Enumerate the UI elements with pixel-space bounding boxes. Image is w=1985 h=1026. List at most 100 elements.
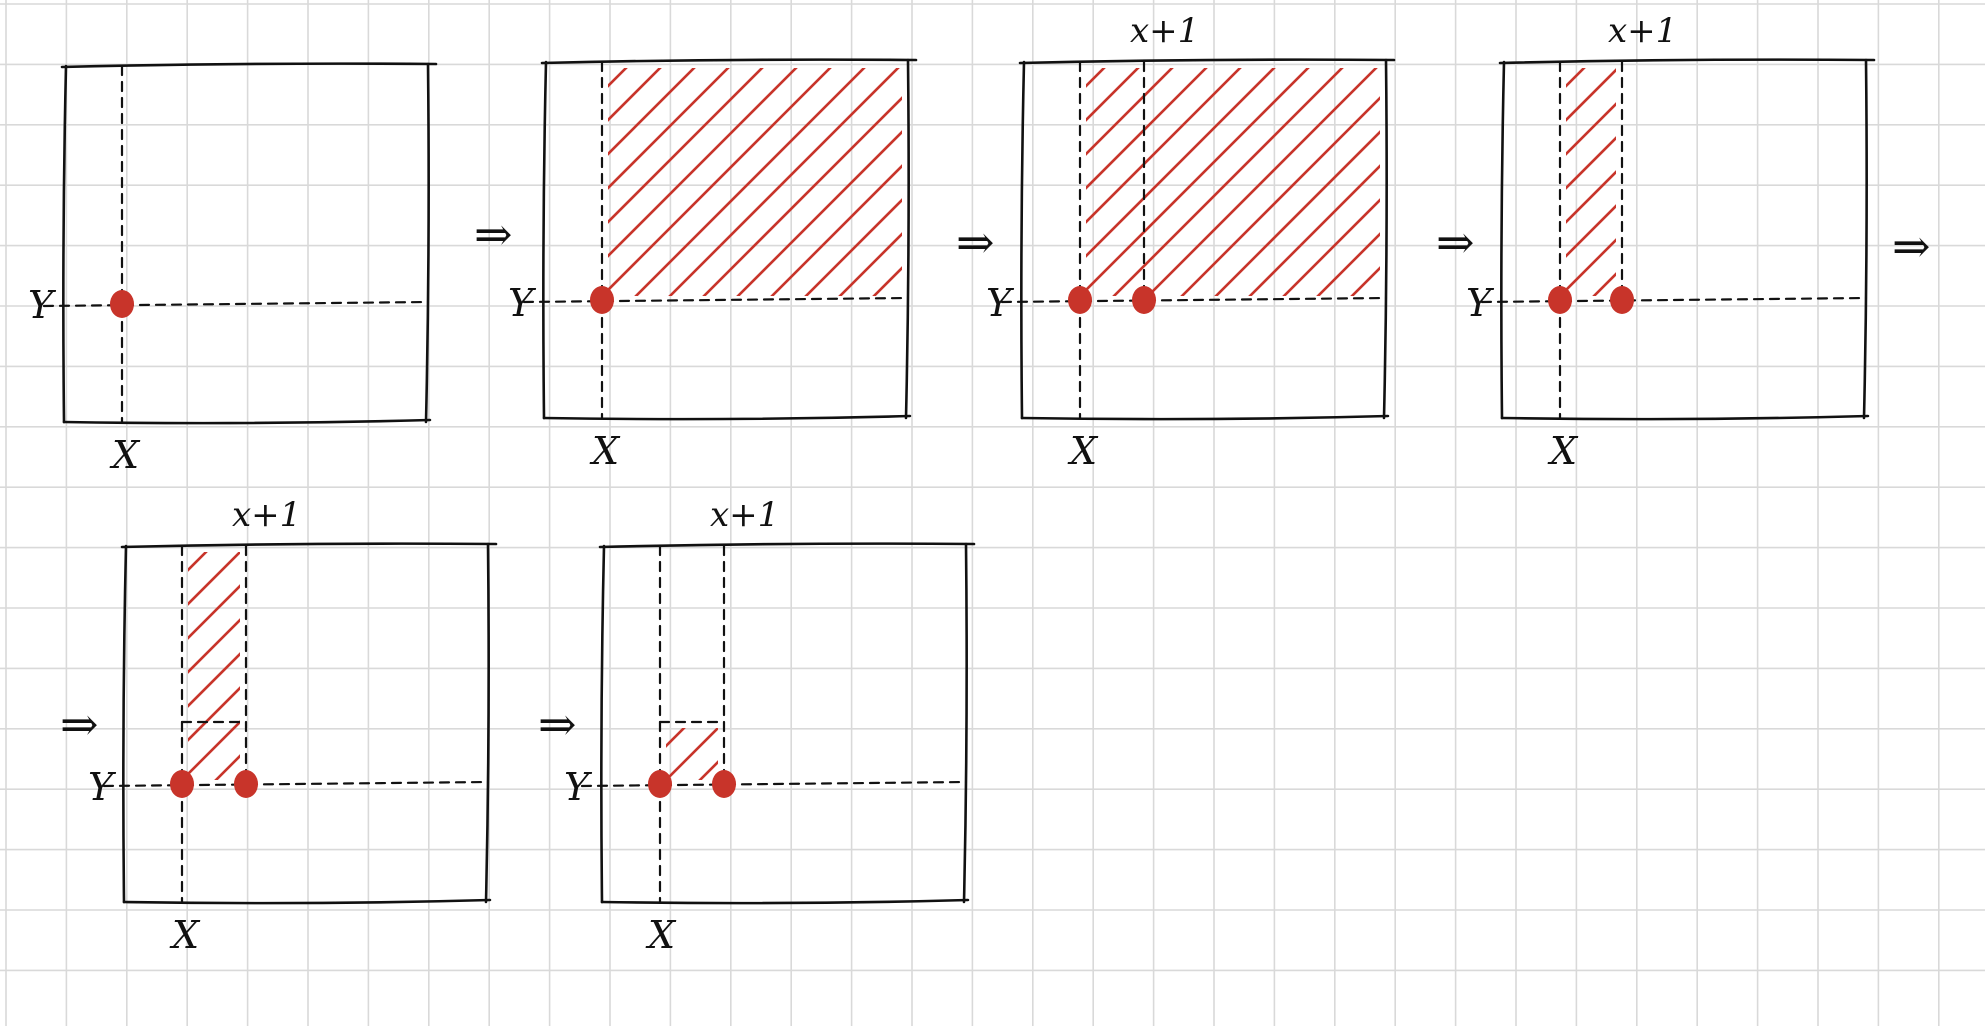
frame-left [542, 60, 548, 420]
hatch-stroke [1566, 170, 1616, 224]
frame-right [962, 542, 968, 904]
hatch-stroke [188, 552, 240, 606]
frame-bottom [62, 418, 432, 425]
panel-4-arrow-left: ⇒ [1436, 215, 1475, 269]
panel-5: ⇒ x+1 Y X [60, 495, 518, 957]
point-x-y [170, 770, 194, 798]
hatch-region [188, 546, 518, 784]
frame-right [1382, 58, 1388, 420]
frame-left [600, 544, 606, 904]
panel-3-arrow-left: ⇒ [956, 215, 995, 269]
frame-bottom [1020, 414, 1390, 421]
point-x-plus-1-y [712, 770, 736, 798]
hatch-stroke [634, 68, 866, 296]
point-x-plus-1-y [1132, 286, 1156, 314]
dashed-line-y [102, 780, 490, 788]
point-x-y [1548, 286, 1572, 314]
panel-5-arrow-left: ⇒ [60, 697, 99, 751]
hatch-stroke [1146, 68, 1378, 296]
hatch-stroke [188, 618, 240, 674]
panel-6-x-label: X [645, 913, 677, 957]
hatch-stroke [1566, 68, 1616, 122]
hatch-stroke [608, 68, 798, 258]
panel-6-arrow-left: ⇒ [538, 697, 577, 751]
hatch-stroke [1248, 164, 1380, 296]
panel-2-y-label: Y [508, 281, 537, 325]
hatch-stroke [1566, 136, 1616, 190]
hatch-stroke [1086, 68, 1174, 156]
hatch-stroke [280, 546, 518, 784]
panel-4-title: x+1 [1608, 11, 1677, 51]
hatch-region [608, 68, 902, 296]
dashed-line-y [1000, 296, 1388, 304]
hatch-stroke [666, 728, 686, 748]
frame-bottom [1500, 414, 1870, 421]
dashed-line-y [1480, 296, 1868, 304]
hatch-stroke [668, 68, 900, 296]
hatch-stroke [838, 232, 902, 296]
frame-top [60, 62, 438, 69]
panel-6-title: x+1 [710, 495, 779, 535]
panel-3: ⇒ x+1 Y X [956, 11, 1396, 473]
hatch-region [1566, 62, 1896, 300]
panel-1-y-label: Y [28, 283, 57, 327]
panel-3-y-label: Y [986, 281, 1015, 325]
hatch-stroke [608, 68, 730, 190]
frame-right [904, 58, 910, 420]
hatch-stroke [188, 552, 208, 572]
hatch-stroke [1566, 204, 1616, 258]
point-x-plus-1-y [234, 770, 258, 798]
frame-bottom [542, 414, 912, 421]
frame-bottom [122, 898, 492, 905]
frame-top [1018, 58, 1396, 65]
panel-5-x-label: X [169, 913, 201, 957]
point-x-y [110, 290, 134, 318]
panel-6-y-label: Y [564, 765, 593, 809]
panel-2: ⇒ Y X [474, 58, 918, 473]
frame-left [1020, 60, 1026, 420]
point-x-plus-1-y [1610, 286, 1634, 314]
hatch-stroke [1658, 62, 1896, 300]
frame-left [62, 64, 68, 424]
panel-2-x-label: X [589, 429, 621, 473]
hatch-stroke [1086, 68, 1310, 292]
hatch-stroke [1624, 62, 1862, 300]
hatch-stroke [1214, 130, 1380, 296]
frame-top [120, 542, 498, 549]
panel-4: ⇒ ⇒ x+1 Y X [1436, 11, 1931, 473]
hatch-stroke [1086, 68, 1140, 122]
hatch-region [666, 722, 792, 784]
frame-top [1498, 58, 1876, 65]
panel-4-y-label: Y [1466, 281, 1495, 325]
dashed-line-y [580, 780, 968, 788]
point-x-y [648, 770, 672, 798]
hatch-stroke [188, 652, 240, 708]
panel-2-arrow-left: ⇒ [474, 207, 513, 261]
hatch-stroke [804, 198, 902, 296]
hatch-stroke [730, 722, 792, 784]
frame-right [1862, 58, 1868, 420]
point-x-y [1068, 286, 1092, 314]
panel-1-x-label: X [109, 433, 141, 477]
hatch-stroke [702, 96, 902, 296]
hatch-stroke [770, 164, 902, 296]
frame-top [540, 58, 918, 65]
frame-right [484, 542, 490, 904]
hatch-stroke [1180, 96, 1380, 296]
hatch-stroke [1112, 68, 1344, 296]
hatch-stroke [246, 546, 484, 784]
hatch-stroke [608, 68, 764, 224]
point-x-y [590, 286, 614, 314]
hatch-region [1086, 68, 1380, 296]
hatch-stroke [1566, 238, 1616, 292]
hatch-stroke [188, 720, 240, 776]
panel-1: Y X [28, 62, 438, 477]
dashed-line-y [42, 300, 430, 308]
frame-left [1500, 60, 1506, 420]
panel-6: ⇒ x+1 Y X [538, 495, 976, 957]
hatch-stroke [1086, 68, 1208, 190]
frame-left [122, 544, 128, 904]
